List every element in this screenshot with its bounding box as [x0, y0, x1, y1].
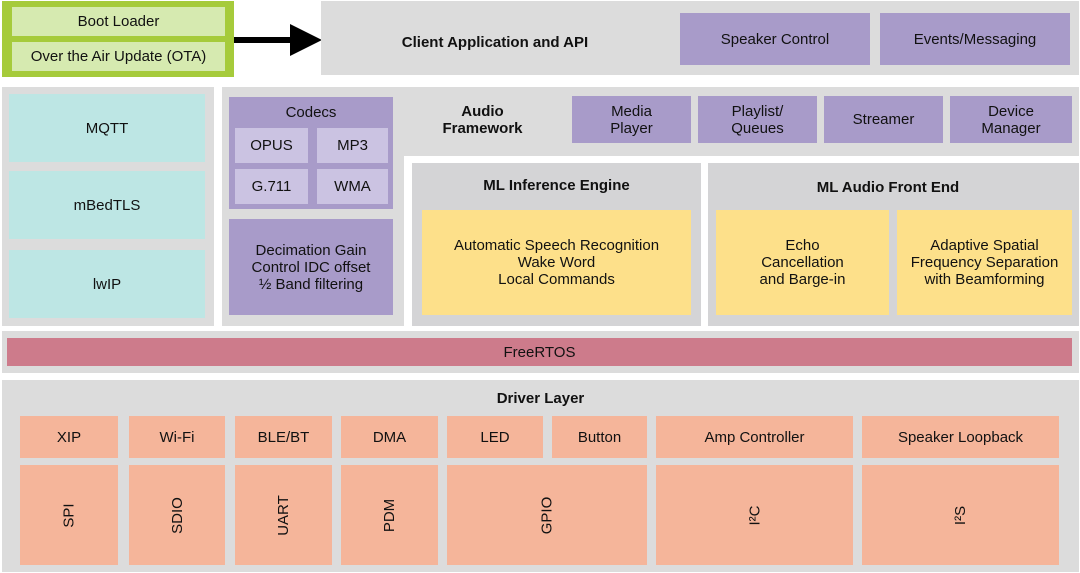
ml-audio-frontend-title: ML Audio Front End — [708, 175, 1068, 199]
decimation-label: Decimation Gain Control IDC offset ½ Ban… — [251, 241, 371, 293]
mp3-label: MP3 — [337, 137, 368, 154]
client-api-title-label: Client Application and API — [401, 33, 589, 51]
mp3-block: MP3 — [317, 128, 388, 163]
wma-block: WMA — [317, 169, 388, 204]
driver-i2c: I²C — [656, 465, 853, 565]
device-manager-label: Device Manager — [981, 102, 1041, 137]
spatial-separation-label: Adaptive Spatial Frequency Separation wi… — [910, 237, 1059, 288]
g711-label: G.711 — [251, 178, 292, 195]
arrow-icon — [234, 24, 322, 56]
driver-gpio: GPIO — [447, 465, 647, 565]
driver-amp-controller-label: Amp Controller — [704, 428, 805, 446]
gap-white-top — [404, 156, 1079, 163]
speaker-control-block: Speaker Control — [680, 13, 870, 65]
driver-speaker-loopback: Speaker Loopback — [862, 416, 1059, 458]
driver-xip: XIP — [20, 416, 118, 458]
media-player-block: Media Player — [572, 96, 691, 143]
gap-white-2 — [701, 163, 708, 326]
driver-dma-label: DMA — [372, 428, 407, 446]
echo-cancellation-block: Echo Cancellation and Barge-in — [716, 210, 889, 315]
driver-button: Button — [552, 416, 647, 458]
streamer-label: Streamer — [852, 111, 915, 128]
audio-framework-title: Audio Framework — [410, 100, 555, 140]
mqtt-block: MQTT — [9, 94, 205, 162]
driver-led: LED — [447, 416, 543, 458]
driver-wifi-label: Wi-Fi — [159, 428, 195, 446]
streamer-block: Streamer — [824, 96, 943, 143]
codecs-title-label: Codecs — [285, 103, 337, 121]
lwip-label: lwIP — [92, 275, 122, 293]
ota-block: Over the Air Update (OTA) — [12, 42, 225, 71]
decimation-block: Decimation Gain Control IDC offset ½ Ban… — [229, 219, 393, 315]
boot-loader-block: Boot Loader — [12, 7, 225, 36]
codecs-title: Codecs — [229, 100, 393, 124]
echo-cancellation-label: Echo Cancellation and Barge-in — [759, 237, 846, 288]
playlist-queues-label: Playlist/ Queues — [731, 102, 784, 137]
ota-label: Over the Air Update (OTA) — [30, 48, 207, 65]
client-api-title: Client Application and API — [360, 30, 630, 54]
driver-i2s-label: I²S — [951, 505, 969, 525]
spatial-separation-block: Adaptive Spatial Frequency Separation wi… — [897, 210, 1072, 315]
driver-xip-label: XIP — [56, 428, 82, 446]
driver-spi-label: SPI — [60, 502, 78, 528]
driver-button-label: Button — [577, 428, 622, 446]
speaker-control-label: Speaker Control — [720, 30, 830, 48]
driver-spi: SPI — [20, 465, 118, 565]
ml-inference-title-label: ML Inference Engine — [483, 176, 630, 194]
driver-i2s: I²S — [862, 465, 1059, 565]
freertos-bar: FreeRTOS — [7, 338, 1072, 366]
driver-i2c-label: I²C — [746, 505, 763, 525]
ml-audio-frontend-title-label: ML Audio Front End — [816, 178, 960, 196]
playlist-queues-block: Playlist/ Queues — [698, 96, 817, 143]
ml-inference-title: ML Inference Engine — [412, 173, 701, 197]
events-messaging-label: Events/Messaging — [913, 30, 1037, 48]
driver-ble-bt: BLE/BT — [235, 416, 332, 458]
asr-label: Automatic Speech Recognition Wake Word L… — [453, 237, 660, 288]
driver-amp-controller: Amp Controller — [656, 416, 853, 458]
driver-pdm-label: PDM — [381, 498, 398, 532]
driver-pdm: PDM — [341, 465, 438, 565]
g711-block: G.711 — [235, 169, 308, 204]
driver-dma: DMA — [341, 416, 438, 458]
lwip-block: lwIP — [9, 250, 205, 318]
freertos-label: FreeRTOS — [503, 343, 576, 361]
driver-speaker-loopback-label: Speaker Loopback — [897, 428, 1024, 446]
boot-loader-label: Boot Loader — [77, 13, 160, 30]
media-player-label: Media Player — [610, 102, 653, 137]
driver-led-label: LED — [480, 428, 510, 446]
opus-block: OPUS — [235, 128, 308, 163]
audio-framework-title-label: Audio Framework — [442, 103, 523, 137]
driver-layer-title-label: Driver Layer — [496, 389, 585, 407]
opus-label: OPUS — [250, 137, 293, 154]
driver-gpio-label: GPIO — [538, 496, 556, 534]
gap-white — [404, 156, 412, 326]
driver-layer-title: Driver Layer — [2, 387, 1079, 409]
driver-sdio-label: SDIO — [168, 496, 186, 534]
driver-uart: UART — [235, 465, 332, 565]
device-manager-block: Device Manager — [950, 96, 1072, 143]
driver-ble-bt-label: BLE/BT — [257, 428, 310, 446]
driver-uart-label: UART — [275, 494, 292, 536]
asr-block: Automatic Speech Recognition Wake Word L… — [422, 210, 691, 315]
mqtt-label: MQTT — [85, 119, 129, 137]
mbedtls-label: mBedTLS — [73, 196, 141, 214]
events-messaging-block: Events/Messaging — [880, 13, 1070, 65]
wma-label: WMA — [334, 178, 371, 195]
mbedtls-block: mBedTLS — [9, 171, 205, 239]
driver-sdio: SDIO — [129, 465, 225, 565]
driver-wifi: Wi-Fi — [129, 416, 225, 458]
